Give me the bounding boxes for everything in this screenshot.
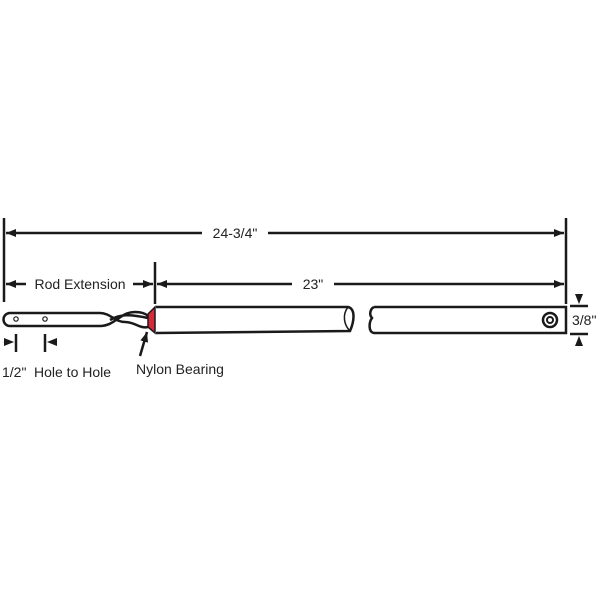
hole-spacing-label: 1/2" — [2, 364, 26, 380]
rod-length-label: 23" — [303, 276, 324, 292]
hole-1 — [13, 316, 19, 322]
rod-segment-2 — [368, 305, 568, 335]
rod-extension-flat — [2, 311, 126, 328]
end-hole-outer — [541, 311, 559, 329]
break-mark-1 — [343, 306, 351, 332]
rod-extension-label: Rod Extension — [34, 276, 125, 292]
diameter-label: 3/8" — [572, 312, 596, 328]
hole-2 — [42, 316, 48, 322]
nylon-bearing-label: Nylon Bearing — [136, 361, 224, 377]
rod-segment-1 — [155, 305, 355, 335]
twist — [99, 310, 149, 329]
hole-to-hole-label: Hole to Hole — [34, 364, 111, 380]
nylon-bearing — [147, 305, 156, 335]
end-hole-inner — [546, 316, 554, 324]
bearing-leader — [138, 331, 149, 357]
overall-length-label: 24-3/4" — [213, 225, 258, 241]
